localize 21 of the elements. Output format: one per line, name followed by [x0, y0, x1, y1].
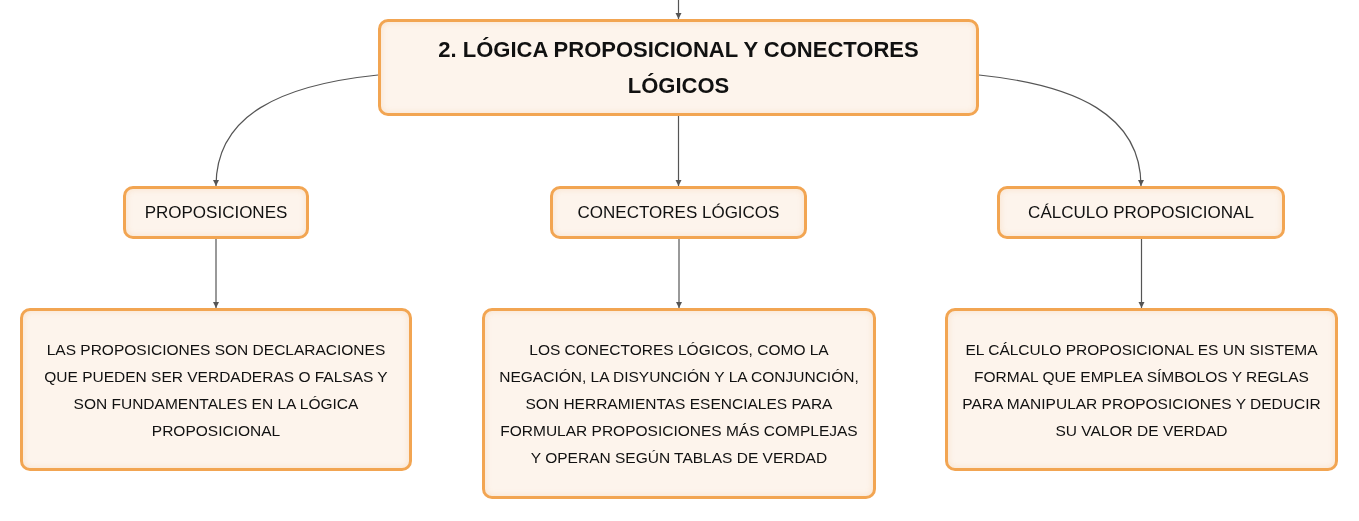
node-description: LAS PROPOSICIONES SON DECLARACIONES QUE PUEDEN SER VERDADERAS O FALSAS Y SON FUNDAMENTALES EN LA LÓGICA PROPOSICIONAL: [43, 339, 389, 441]
node-description: LOS CONECTORES LÓGICOS, COMO LA NEGACIÓN, LA DISYUNCIÓN Y LA CONJUNCIÓN, SON HERRAMIENTAS ESENCIALES PARA FORMULAR PROPOSICIONES MÁS COMPLEJAS Y OPERAN SEGÚN TABLAS DE VERDAD: [498, 340, 860, 468]
node-description: EL CÁLCULO PROPOSICIONAL ES UN SISTEMA FORMAL QUE EMPLEA SÍMBOLOS Y REGLAS PARA MANIPULAR PROPOSICIONES Y DEDUCIR SU VALOR DE VERDAD: [961, 339, 1322, 441]
node-label: CÁLCULO PROPOSICIONAL: [1027, 201, 1255, 224]
node-label: CONECTORES LÓGICOS: [576, 201, 781, 224]
connector-arrow: [1138, 238, 1145, 309]
concept-box: [482, 308, 876, 499]
connector-arrow: [675, 0, 682, 20]
concept-box: [123, 186, 309, 239]
concept-box: [20, 308, 412, 471]
connector-arrow: [213, 74, 379, 187]
concept-box: [550, 186, 807, 239]
concept-box: [997, 186, 1285, 239]
connector-arrow: [978, 74, 1144, 187]
connector-arrow: [676, 238, 682, 309]
concept-box: [945, 308, 1338, 471]
connector-arrow: [675, 115, 682, 187]
node-label: PROPOSICIONES: [143, 201, 289, 224]
connector-arrow: [213, 238, 219, 309]
node-title: 2. LÓGICA PROPOSICIONAL Y CONECTORES LÓGICOS: [437, 35, 920, 100]
concept-box: [378, 19, 979, 116]
